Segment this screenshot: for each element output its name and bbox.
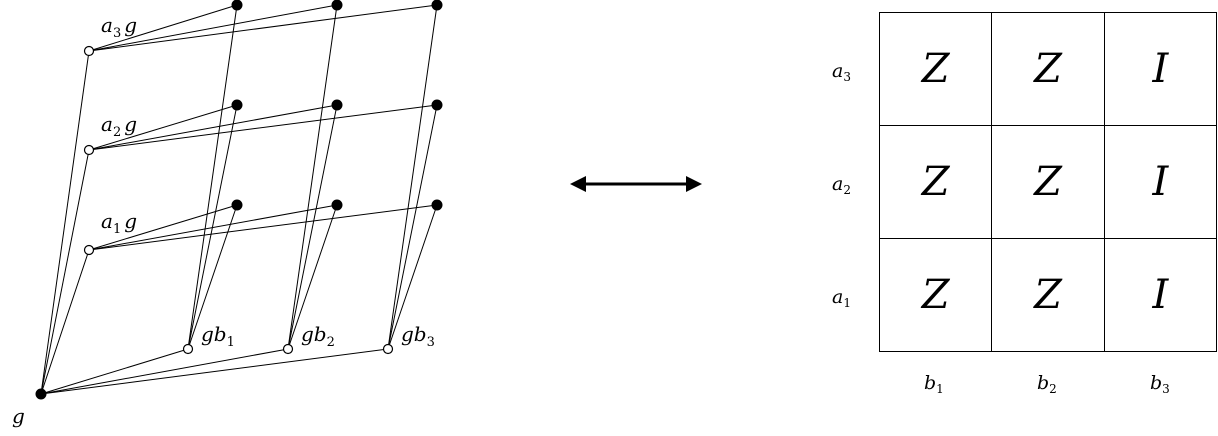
label-gb3: gb3 bbox=[401, 322, 435, 350]
node-a2gb3 bbox=[431, 99, 443, 111]
edge-line bbox=[187, 4, 238, 350]
matrix-row: Z Z I bbox=[878, 125, 1218, 239]
matrix-cell: Z bbox=[991, 125, 1105, 239]
row-label-a1: a1 bbox=[832, 286, 851, 310]
edge-line bbox=[287, 104, 338, 350]
edge-line bbox=[88, 4, 438, 52]
diagram-nodes bbox=[35, 0, 443, 400]
label-gb1: gb1 bbox=[201, 322, 235, 350]
matrix-cell: I bbox=[1103, 238, 1218, 352]
node-a2g bbox=[83, 144, 95, 156]
edge-line bbox=[40, 249, 90, 395]
matrix-cell: Z bbox=[991, 238, 1105, 352]
node-gb2 bbox=[282, 343, 294, 355]
edge-line bbox=[88, 204, 438, 251]
edge-line bbox=[40, 348, 389, 395]
edge-line bbox=[287, 4, 338, 350]
node-a1gb3 bbox=[431, 199, 443, 211]
relation-matrix: Z Z I Z Z I Z Z I bbox=[878, 12, 1218, 352]
col-label-b3: b3 bbox=[1150, 372, 1170, 396]
edge-line bbox=[88, 4, 238, 52]
node-a3gb3 bbox=[431, 0, 443, 11]
matrix-cell: I bbox=[1103, 125, 1218, 239]
label-g: g bbox=[12, 404, 25, 428]
edge-line bbox=[88, 4, 338, 52]
node-a1gb2 bbox=[331, 199, 343, 211]
node-a3g bbox=[83, 45, 95, 57]
col-label-b2: b2 bbox=[1037, 372, 1057, 396]
node-g bbox=[35, 388, 47, 400]
matrix-row: Z Z I bbox=[878, 238, 1218, 352]
edge-line bbox=[88, 104, 238, 151]
edge-line bbox=[88, 104, 438, 151]
matrix-cell: Z bbox=[878, 238, 993, 352]
edge-line bbox=[387, 204, 438, 350]
edge-line bbox=[40, 149, 90, 395]
edge-line bbox=[40, 348, 289, 395]
edge-line bbox=[40, 50, 90, 395]
edge-line bbox=[287, 204, 338, 350]
double-arrow-icon bbox=[570, 176, 702, 192]
node-a3gb1 bbox=[231, 0, 243, 11]
edge-line bbox=[88, 204, 238, 251]
matrix-cell: Z bbox=[991, 12, 1105, 126]
edge-line bbox=[387, 104, 438, 350]
node-a1g bbox=[83, 244, 95, 256]
node-a2gb1 bbox=[231, 99, 243, 111]
node-a3gb2 bbox=[331, 0, 343, 11]
col-label-b1: b1 bbox=[924, 372, 944, 396]
node-a2gb2 bbox=[331, 99, 343, 111]
node-gb3 bbox=[382, 343, 394, 355]
row-label-a2: a2 bbox=[832, 173, 851, 197]
row-label-a3: a3 bbox=[832, 60, 851, 84]
edge-line bbox=[187, 104, 238, 350]
node-gb1 bbox=[182, 343, 194, 355]
edge-line bbox=[387, 4, 438, 350]
edge-line bbox=[88, 204, 338, 251]
edge-line bbox=[88, 104, 338, 151]
edge-line bbox=[40, 348, 189, 395]
matrix-cell: Z bbox=[878, 12, 993, 126]
edge-line bbox=[187, 204, 238, 350]
matrix-row: Z Z I bbox=[878, 12, 1218, 126]
diagram-edges bbox=[40, 4, 438, 395]
node-a1gb1 bbox=[231, 199, 243, 211]
matrix-cell: I bbox=[1103, 12, 1218, 126]
label-gb2: gb2 bbox=[301, 322, 335, 350]
matrix-cell: Z bbox=[878, 125, 993, 239]
